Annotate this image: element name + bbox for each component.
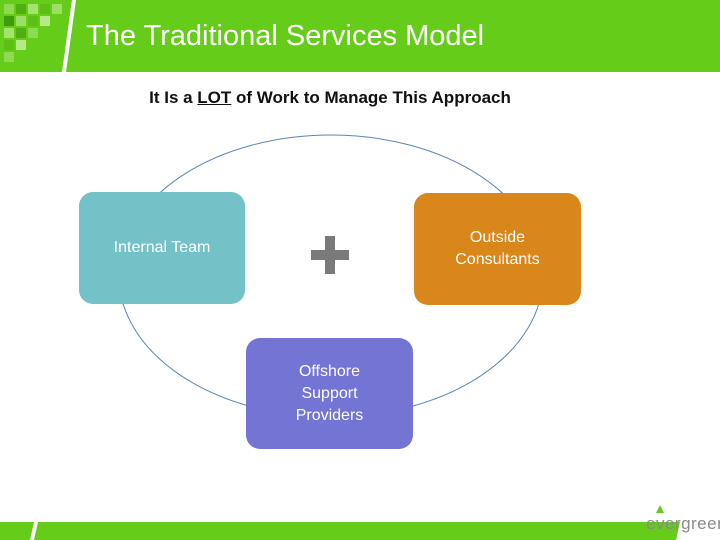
leaf-icon	[656, 505, 664, 513]
offshore-support-providers-box: Offshore Support Providers	[246, 338, 413, 449]
footer-bar	[0, 522, 680, 540]
slide-subtitle: It Is a LOT of Work to Manage This Appro…	[0, 88, 660, 108]
subtitle-prefix: It Is a	[149, 88, 198, 107]
outside-consultants-label: Outside Consultants	[455, 229, 540, 268]
subtitle-suffix: of Work to Manage This Approach	[231, 88, 511, 107]
internal-team-box: Internal Team	[79, 192, 245, 304]
internal-team-label: Internal Team	[113, 239, 211, 256]
header-bar: The Traditional Services Model	[0, 0, 720, 72]
offshore-support-providers-label: Offshore Support Providers	[295, 362, 364, 424]
plus-icon	[311, 236, 349, 274]
outside-consultants-box: Outside Consultants	[414, 193, 581, 305]
mosaic-pattern-icon	[0, 0, 80, 72]
evergreen-logo: evergreen	[646, 514, 720, 533]
subtitle-emphasis: LOT	[197, 88, 232, 107]
page-title: The Traditional Services Model	[86, 20, 485, 52]
